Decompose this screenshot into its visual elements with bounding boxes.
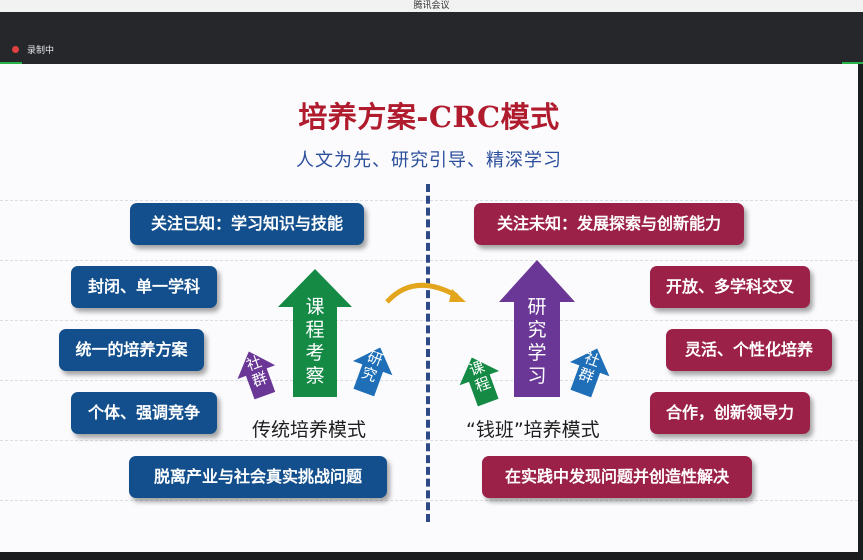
left-feature-box: 个体、强调竞争 xyxy=(71,392,217,434)
window-title: 腾讯会议 xyxy=(413,1,450,11)
small-arrow-left-b xyxy=(352,347,393,397)
meeting-toolbar xyxy=(0,12,863,64)
window-titlebar: 腾讯会议 xyxy=(0,0,863,12)
recording-label[interactable]: 录制中 xyxy=(27,46,55,56)
main-arrow-right xyxy=(499,260,575,397)
main-arrow-left-label: 课程考察 xyxy=(305,296,325,387)
slide-subtitle: 人文为先、研究引导、精深学习 xyxy=(296,150,562,171)
left-feature-box: 统一的培养方案 xyxy=(59,329,204,371)
curved-arrow-head xyxy=(449,289,466,302)
bottom-bar xyxy=(0,552,863,560)
share-frame-corner-left xyxy=(0,62,22,64)
main-arrow-left xyxy=(278,269,352,397)
left-mode-label: 传统培养模式 xyxy=(252,419,367,441)
small-arrow-right-b xyxy=(569,348,610,398)
right-feature-box: 灵活、个性化培养 xyxy=(666,329,832,371)
right-feature-box: 开放、多学科交叉 xyxy=(650,266,810,308)
left-feature-box: 封闭、单一学科 xyxy=(71,266,217,308)
right-feature-box: 合作，创新领导力 xyxy=(650,392,810,434)
left-bottom-box: 脱离产业与社会真实挑战问题 xyxy=(129,456,387,498)
slide-title: 培养方案-CRC模式 xyxy=(298,100,560,134)
right-bottom-box: 在实践中发现问题并创造性解决 xyxy=(482,456,752,498)
recording-icon xyxy=(12,46,19,53)
right-mode-label: “钱班”培养模式 xyxy=(466,419,600,441)
small-arrow-left-a xyxy=(237,351,276,400)
arrows-graphic xyxy=(237,260,610,407)
center-divider xyxy=(426,184,430,522)
share-frame-corner-right xyxy=(842,62,863,64)
right-focus-box: 关注未知：发展探索与创新能力 xyxy=(474,203,744,245)
small-arrow-right-a xyxy=(459,357,500,407)
curved-arrow-icon xyxy=(385,282,459,304)
left-focus-box: 关注已知：学习知识与技能 xyxy=(130,203,364,245)
main-arrow-right-label: 研究学习 xyxy=(527,296,547,387)
shared-slide: 培养方案-CRC模式 人文为先、研究引导、精深学习 关注已知：学习知识与技能 封… xyxy=(0,64,858,552)
